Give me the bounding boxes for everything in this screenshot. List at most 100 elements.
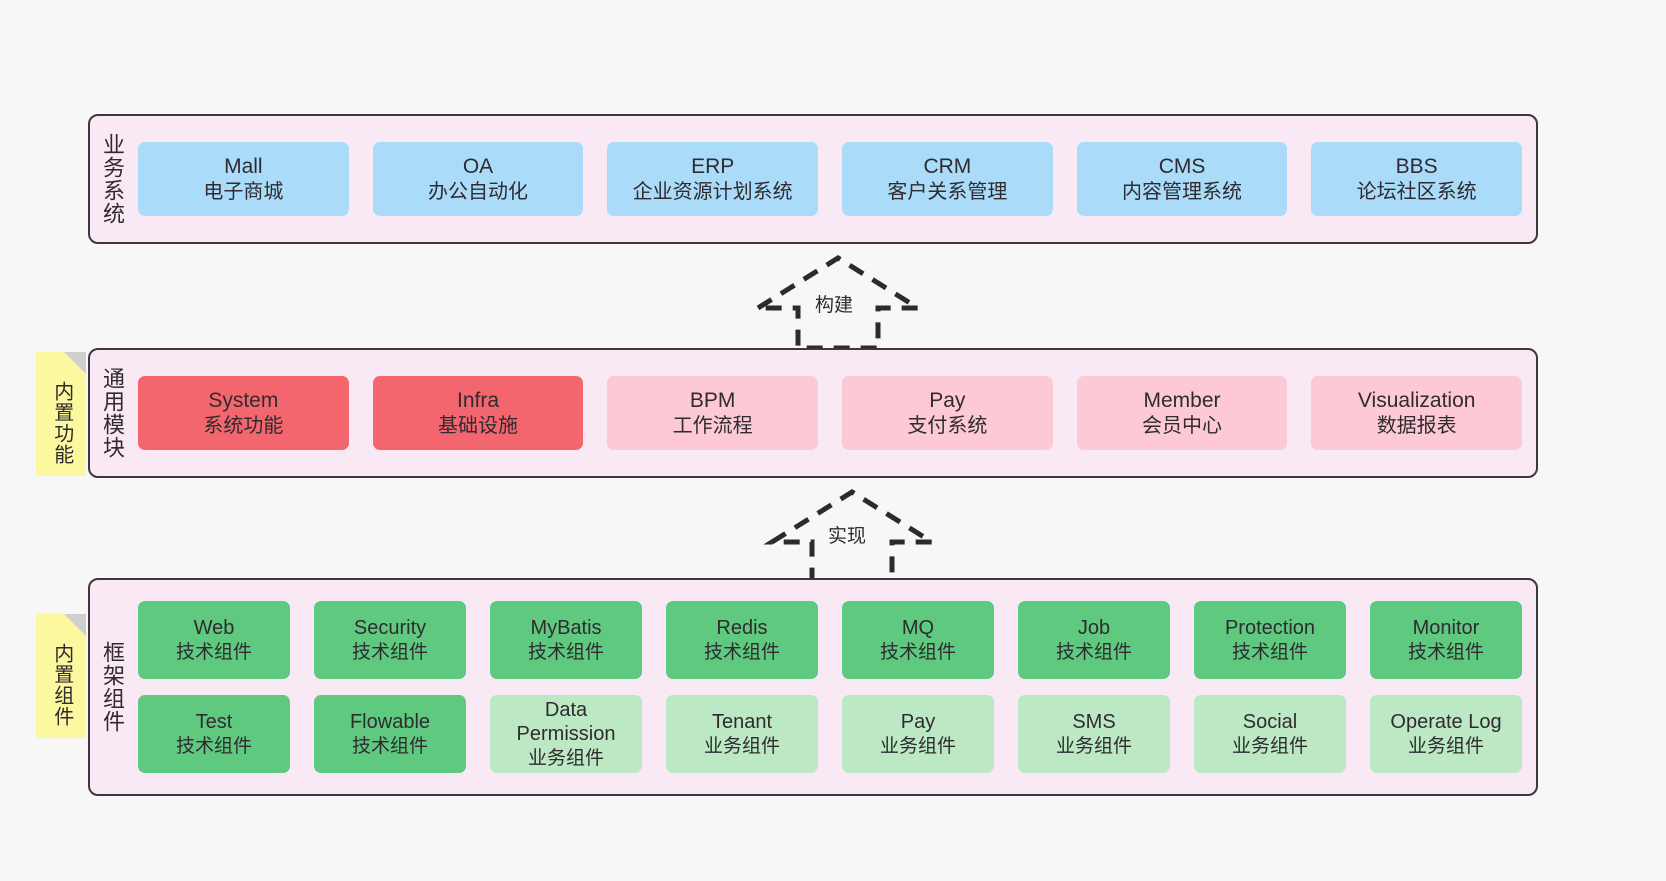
node-member-name: Member bbox=[1143, 389, 1221, 412]
node-visualization-name: Visualization bbox=[1357, 389, 1476, 412]
node-operate-log[interactable]: Operate Log 业务组件 bbox=[1370, 695, 1522, 773]
layer-title-business: 业务系统 bbox=[99, 133, 125, 225]
node-pay-component[interactable]: Pay 业务组件 bbox=[842, 695, 994, 773]
node-system-desc: 系统功能 bbox=[203, 414, 284, 437]
node-monitor-name: Monitor bbox=[1412, 617, 1480, 640]
node-flowable[interactable]: Flowable 技术组件 bbox=[314, 695, 466, 773]
sticky-fold-icon bbox=[64, 352, 86, 374]
node-member[interactable]: Member 会员中心 bbox=[1076, 376, 1288, 450]
layer-body-business: Mall 电子商城 OA 办公自动化 ERP 企业资源计划系统 CRM 客户关系… bbox=[134, 116, 1536, 242]
node-mq[interactable]: MQ 技术组件 bbox=[842, 601, 994, 679]
node-social[interactable]: Social 业务组件 bbox=[1194, 695, 1346, 773]
node-flowable-name: Flowable bbox=[349, 711, 431, 734]
node-job-desc: 技术组件 bbox=[1055, 641, 1132, 663]
node-monitor[interactable]: Monitor 技术组件 bbox=[1370, 601, 1522, 679]
node-protection[interactable]: Protection 技术组件 bbox=[1194, 601, 1346, 679]
business-node-row: Mall 电子商城 OA 办公自动化 ERP 企业资源计划系统 CRM 客户关系… bbox=[138, 142, 1523, 216]
layer-title-modules: 通用模块 bbox=[99, 367, 125, 459]
node-cms-desc: 内容管理系统 bbox=[1122, 180, 1243, 203]
node-pay-module-name: Pay bbox=[929, 389, 966, 412]
node-crm-desc: 客户关系管理 bbox=[887, 180, 1008, 203]
node-test-name: Test bbox=[195, 711, 233, 734]
node-operate-log-desc: 业务组件 bbox=[1407, 735, 1484, 757]
node-infra[interactable]: Infra 基础设施 bbox=[372, 376, 584, 450]
node-erp[interactable]: ERP 企业资源计划系统 bbox=[607, 142, 819, 216]
layer-framework-components: 框架组件 Web 技术组件 Security 技术组件 MyBatis 技术组件… bbox=[88, 578, 1538, 796]
node-crm-name: CRM bbox=[923, 155, 972, 178]
modules-node-row: System 系统功能 Infra 基础设施 BPM 工作流程 Pay 支付系统… bbox=[138, 376, 1523, 450]
node-redis-name: Redis bbox=[716, 617, 768, 640]
node-mall-desc: 电子商城 bbox=[203, 180, 284, 203]
node-bbs[interactable]: BBS 论坛社区系统 bbox=[1311, 142, 1523, 216]
node-bpm[interactable]: BPM 工作流程 bbox=[607, 376, 819, 450]
node-data-permission-name: Data Permission bbox=[516, 699, 616, 746]
layer-common-modules: 通用模块 System 系统功能 Infra 基础设施 BPM 工作流程 Pay bbox=[88, 348, 1538, 478]
layer-body-framework: Web 技术组件 Security 技术组件 MyBatis 技术组件 Redi… bbox=[134, 580, 1536, 794]
node-sms-desc: 业务组件 bbox=[1055, 735, 1132, 757]
node-tenant[interactable]: Tenant 业务组件 bbox=[666, 695, 818, 773]
arrow-implement-label: 实现 bbox=[828, 526, 867, 547]
node-mall[interactable]: Mall 电子商城 bbox=[138, 142, 349, 216]
node-protection-desc: 技术组件 bbox=[1231, 641, 1308, 663]
node-security-desc: 技术组件 bbox=[351, 641, 428, 663]
node-visualization[interactable]: Visualization 数据报表 bbox=[1311, 376, 1523, 450]
node-tenant-desc: 业务组件 bbox=[703, 735, 780, 757]
node-bpm-name: BPM bbox=[689, 389, 736, 412]
node-web-name: Web bbox=[193, 617, 235, 640]
node-pay-component-name: Pay bbox=[900, 711, 936, 734]
node-oa[interactable]: OA 办公自动化 bbox=[372, 142, 584, 216]
layer-business-systems: 业务系统 Mall 电子商城 OA 办公自动化 ERP 企业资源计划系统 CRM bbox=[88, 114, 1538, 244]
node-mq-desc: 技术组件 bbox=[879, 641, 956, 663]
node-erp-desc: 企业资源计划系统 bbox=[632, 180, 793, 203]
node-pay-module-desc: 支付系统 bbox=[907, 414, 988, 437]
node-infra-desc: 基础设施 bbox=[438, 414, 518, 437]
node-operate-log-name: Operate Log bbox=[1390, 711, 1502, 734]
node-web-desc: 技术组件 bbox=[175, 641, 252, 663]
node-test-desc: 技术组件 bbox=[175, 735, 252, 757]
sticky-fold-icon bbox=[64, 614, 86, 636]
framework-node-row-2: Test 技术组件 Flowable 技术组件 Data Permission … bbox=[138, 695, 1522, 773]
node-cms[interactable]: CMS 内容管理系统 bbox=[1076, 142, 1288, 216]
node-test[interactable]: Test 技术组件 bbox=[138, 695, 290, 773]
node-sms-name: SMS bbox=[1072, 711, 1116, 734]
node-pay-component-desc: 业务组件 bbox=[879, 735, 956, 757]
node-oa-desc: 办公自动化 bbox=[428, 180, 528, 203]
layer-title-framework: 框架组件 bbox=[99, 641, 125, 733]
node-system-name: System bbox=[208, 389, 279, 412]
node-bpm-desc: 工作流程 bbox=[672, 414, 753, 437]
arrow-build-label: 构建 bbox=[815, 295, 854, 316]
node-mybatis-name: MyBatis bbox=[530, 617, 602, 640]
node-job-name: Job bbox=[1077, 617, 1111, 640]
sticky-note-builtin-components-label: 内置组件 bbox=[50, 643, 73, 727]
node-system[interactable]: System 系统功能 bbox=[138, 376, 349, 450]
node-infra-name: Infra bbox=[456, 389, 500, 412]
layer-body-modules: System 系统功能 Infra 基础设施 BPM 工作流程 Pay 支付系统… bbox=[134, 350, 1536, 476]
node-security[interactable]: Security 技术组件 bbox=[314, 601, 466, 679]
node-social-desc: 业务组件 bbox=[1231, 735, 1308, 757]
node-member-desc: 会员中心 bbox=[1142, 414, 1223, 437]
node-bbs-desc: 论坛社区系统 bbox=[1356, 180, 1477, 203]
node-cms-name: CMS bbox=[1158, 155, 1206, 178]
node-mybatis[interactable]: MyBatis 技术组件 bbox=[490, 601, 642, 679]
node-web[interactable]: Web 技术组件 bbox=[138, 601, 290, 679]
node-security-name: Security bbox=[353, 617, 427, 640]
sticky-note-builtin-components: 内置组件 bbox=[36, 614, 86, 738]
node-data-permission-desc: 业务组件 bbox=[527, 747, 604, 769]
node-bbs-name: BBS bbox=[1395, 155, 1438, 178]
node-redis[interactable]: Redis 技术组件 bbox=[666, 601, 818, 679]
node-tenant-name: Tenant bbox=[711, 711, 773, 734]
node-mall-name: Mall bbox=[224, 155, 263, 178]
node-crm[interactable]: CRM 客户关系管理 bbox=[842, 142, 1053, 216]
node-mybatis-desc: 技术组件 bbox=[527, 641, 604, 663]
sticky-note-builtin-functions: 内置功能 bbox=[36, 352, 86, 476]
node-pay-module[interactable]: Pay 支付系统 bbox=[842, 376, 1053, 450]
node-data-permission[interactable]: Data Permission 业务组件 bbox=[490, 695, 642, 773]
node-monitor-desc: 技术组件 bbox=[1407, 641, 1484, 663]
node-flowable-desc: 技术组件 bbox=[351, 735, 428, 757]
sticky-note-builtin-functions-label: 内置功能 bbox=[50, 381, 73, 465]
node-sms[interactable]: SMS 业务组件 bbox=[1018, 695, 1170, 773]
node-job[interactable]: Job 技术组件 bbox=[1018, 601, 1170, 679]
node-oa-name: OA bbox=[462, 155, 494, 178]
framework-node-row-1: Web 技术组件 Security 技术组件 MyBatis 技术组件 Redi… bbox=[138, 601, 1522, 679]
